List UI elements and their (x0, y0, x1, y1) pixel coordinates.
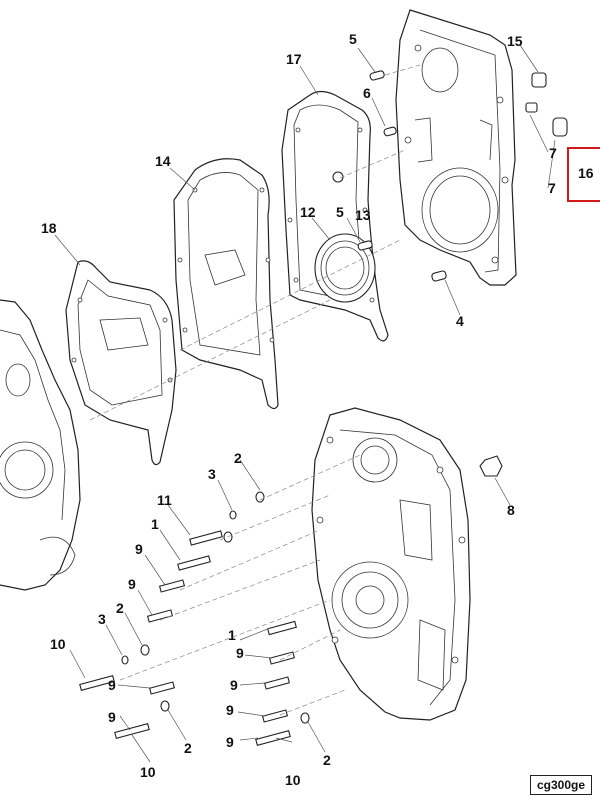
callout-7: 7 (549, 145, 557, 161)
gasket-17 (281, 90, 389, 342)
callout-9-g: 9 (226, 702, 234, 718)
callout-4: 4 (456, 313, 464, 329)
leader-lines (54, 44, 556, 763)
callout-12: 12 (300, 204, 316, 220)
callout-1-b: 1 (228, 627, 236, 643)
gasket-18 (65, 260, 177, 466)
callout-6: 6 (363, 85, 371, 101)
callout-2-b: 2 (116, 600, 124, 616)
callout-15: 15 (507, 33, 523, 49)
callout-9-e: 9 (108, 677, 116, 693)
gasket-14 (173, 158, 279, 410)
callout-16: 16 (578, 165, 594, 181)
figure-code-label: cg300ge (530, 775, 593, 795)
callout-9-d: 9 (230, 677, 238, 693)
callout-8: 8 (507, 502, 515, 518)
callout-11: 11 (157, 492, 172, 508)
callout-13: 13 (355, 207, 371, 223)
callout-9-h: 9 (226, 734, 234, 750)
callout-3-b: 3 (98, 611, 106, 627)
callout-10-c: 10 (285, 772, 301, 788)
callout-17: 17 (286, 51, 302, 67)
callout-2-c: 2 (184, 740, 192, 756)
callout-9-c: 9 (236, 645, 244, 661)
highlight-box (567, 147, 600, 202)
bolts-and-washers (79, 491, 310, 746)
callout-2-d: 2 (323, 752, 331, 768)
callout-2: 2 (234, 450, 242, 466)
small-parts (332, 70, 568, 477)
callout-14: 14 (155, 153, 171, 169)
lower-timing-cover (311, 407, 471, 721)
callout-10: 10 (50, 636, 66, 652)
upper-timing-cover (395, 9, 517, 286)
callout-3: 3 (208, 466, 216, 482)
callout-5-b: 5 (336, 204, 344, 220)
callout-18: 18 (41, 220, 57, 236)
callout-9-b: 9 (128, 576, 136, 592)
callout-5: 5 (349, 31, 357, 47)
callout-7-b: 7 (548, 180, 556, 196)
seal-12 (314, 233, 376, 303)
callout-9: 9 (135, 541, 143, 557)
callout-1: 1 (151, 516, 159, 532)
engine-block-fragment (0, 299, 81, 591)
callout-10-b: 10 (140, 764, 156, 780)
assembly-axes (89, 64, 421, 716)
callout-9-f: 9 (108, 709, 116, 725)
